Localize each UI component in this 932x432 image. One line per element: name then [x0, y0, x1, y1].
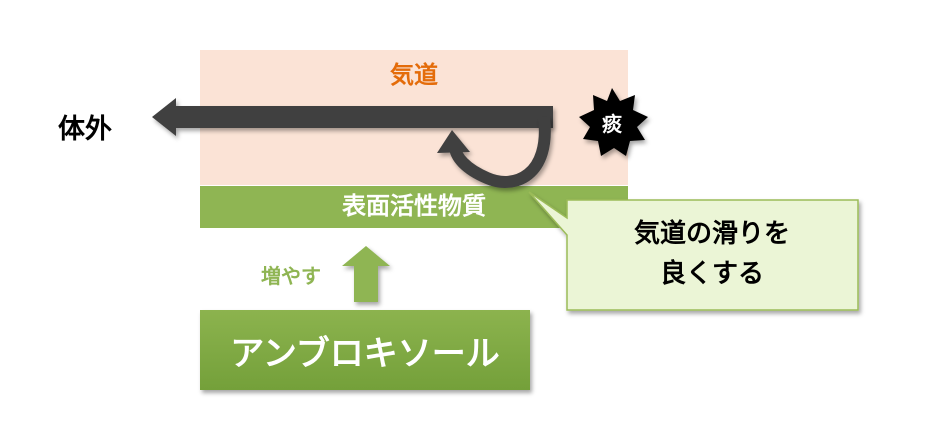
increase-arrow	[342, 246, 390, 302]
airway-label: 気道	[390, 61, 438, 89]
ambroxol-box: アンブロキソール	[200, 310, 530, 390]
outside-body-label: 体外	[58, 114, 112, 145]
callout-text: 気道の滑りを 良くする	[633, 219, 790, 289]
phlegm-starburst	[579, 88, 648, 156]
expulsion-arrow	[152, 98, 553, 136]
surfactant-label: 表面活性物質	[342, 192, 486, 220]
return-curve-arrow	[437, 116, 551, 188]
callout-bubble	[528, 191, 859, 311]
phlegm-label: 痰	[602, 112, 622, 136]
increase-label: 増やす	[261, 264, 321, 288]
drug-label: アンブロキソール	[230, 333, 500, 374]
